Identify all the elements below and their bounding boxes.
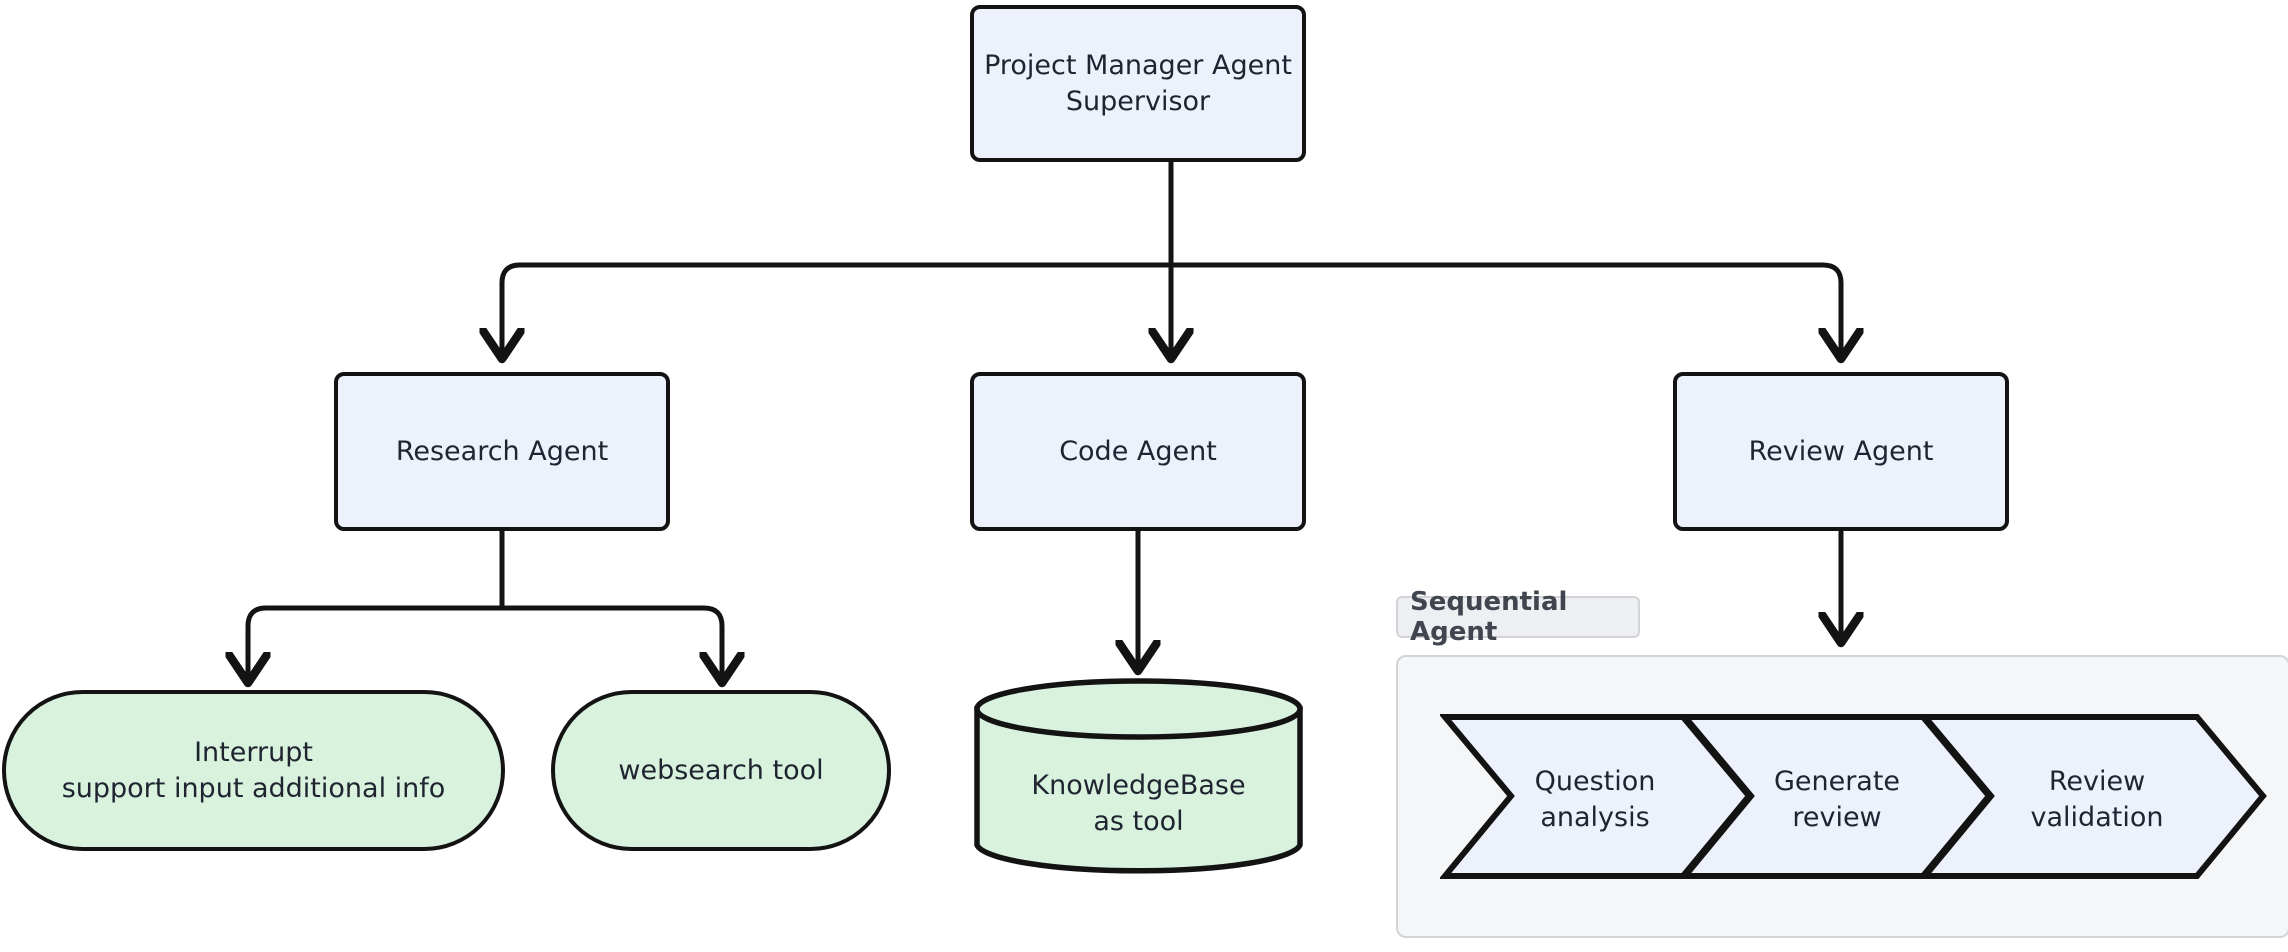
node-knowledgebase-label: KnowledgeBase as tool (1031, 770, 1246, 837)
chevron-step-3-label: Review validation (2030, 766, 2164, 833)
chevron-step-3[interactable] (1918, 714, 2267, 879)
chevron-step-1-label: Question analysis (1534, 766, 1656, 833)
node-knowledgebase[interactable]: KnowledgeBase as tool (972, 676, 1305, 878)
subgraph-label-sequential-agent: Sequential Agent (1396, 587, 1640, 647)
node-research-agent[interactable]: Research Agent (334, 372, 670, 531)
edge-research-to-interrupt (248, 605, 502, 680)
edge-supervisor-to-review (1171, 262, 1841, 356)
sequential-steps-layer (1440, 714, 2267, 879)
edge-research-to-websearch (502, 605, 722, 680)
cylinder-icon (974, 678, 1303, 874)
node-supervisor[interactable]: Project Manager Agent Supervisor (970, 5, 1306, 162)
node-code-agent[interactable]: Code Agent (970, 372, 1306, 531)
chevron-step-2-label: Generate review (1773, 766, 1901, 833)
edge-supervisor-to-research (502, 262, 1171, 356)
node-review-agent[interactable]: Review Agent (1673, 372, 2009, 531)
node-websearch-tool[interactable]: websearch tool (551, 690, 891, 851)
node-interrupt-tool[interactable]: Interrupt support input additional info (2, 690, 505, 851)
